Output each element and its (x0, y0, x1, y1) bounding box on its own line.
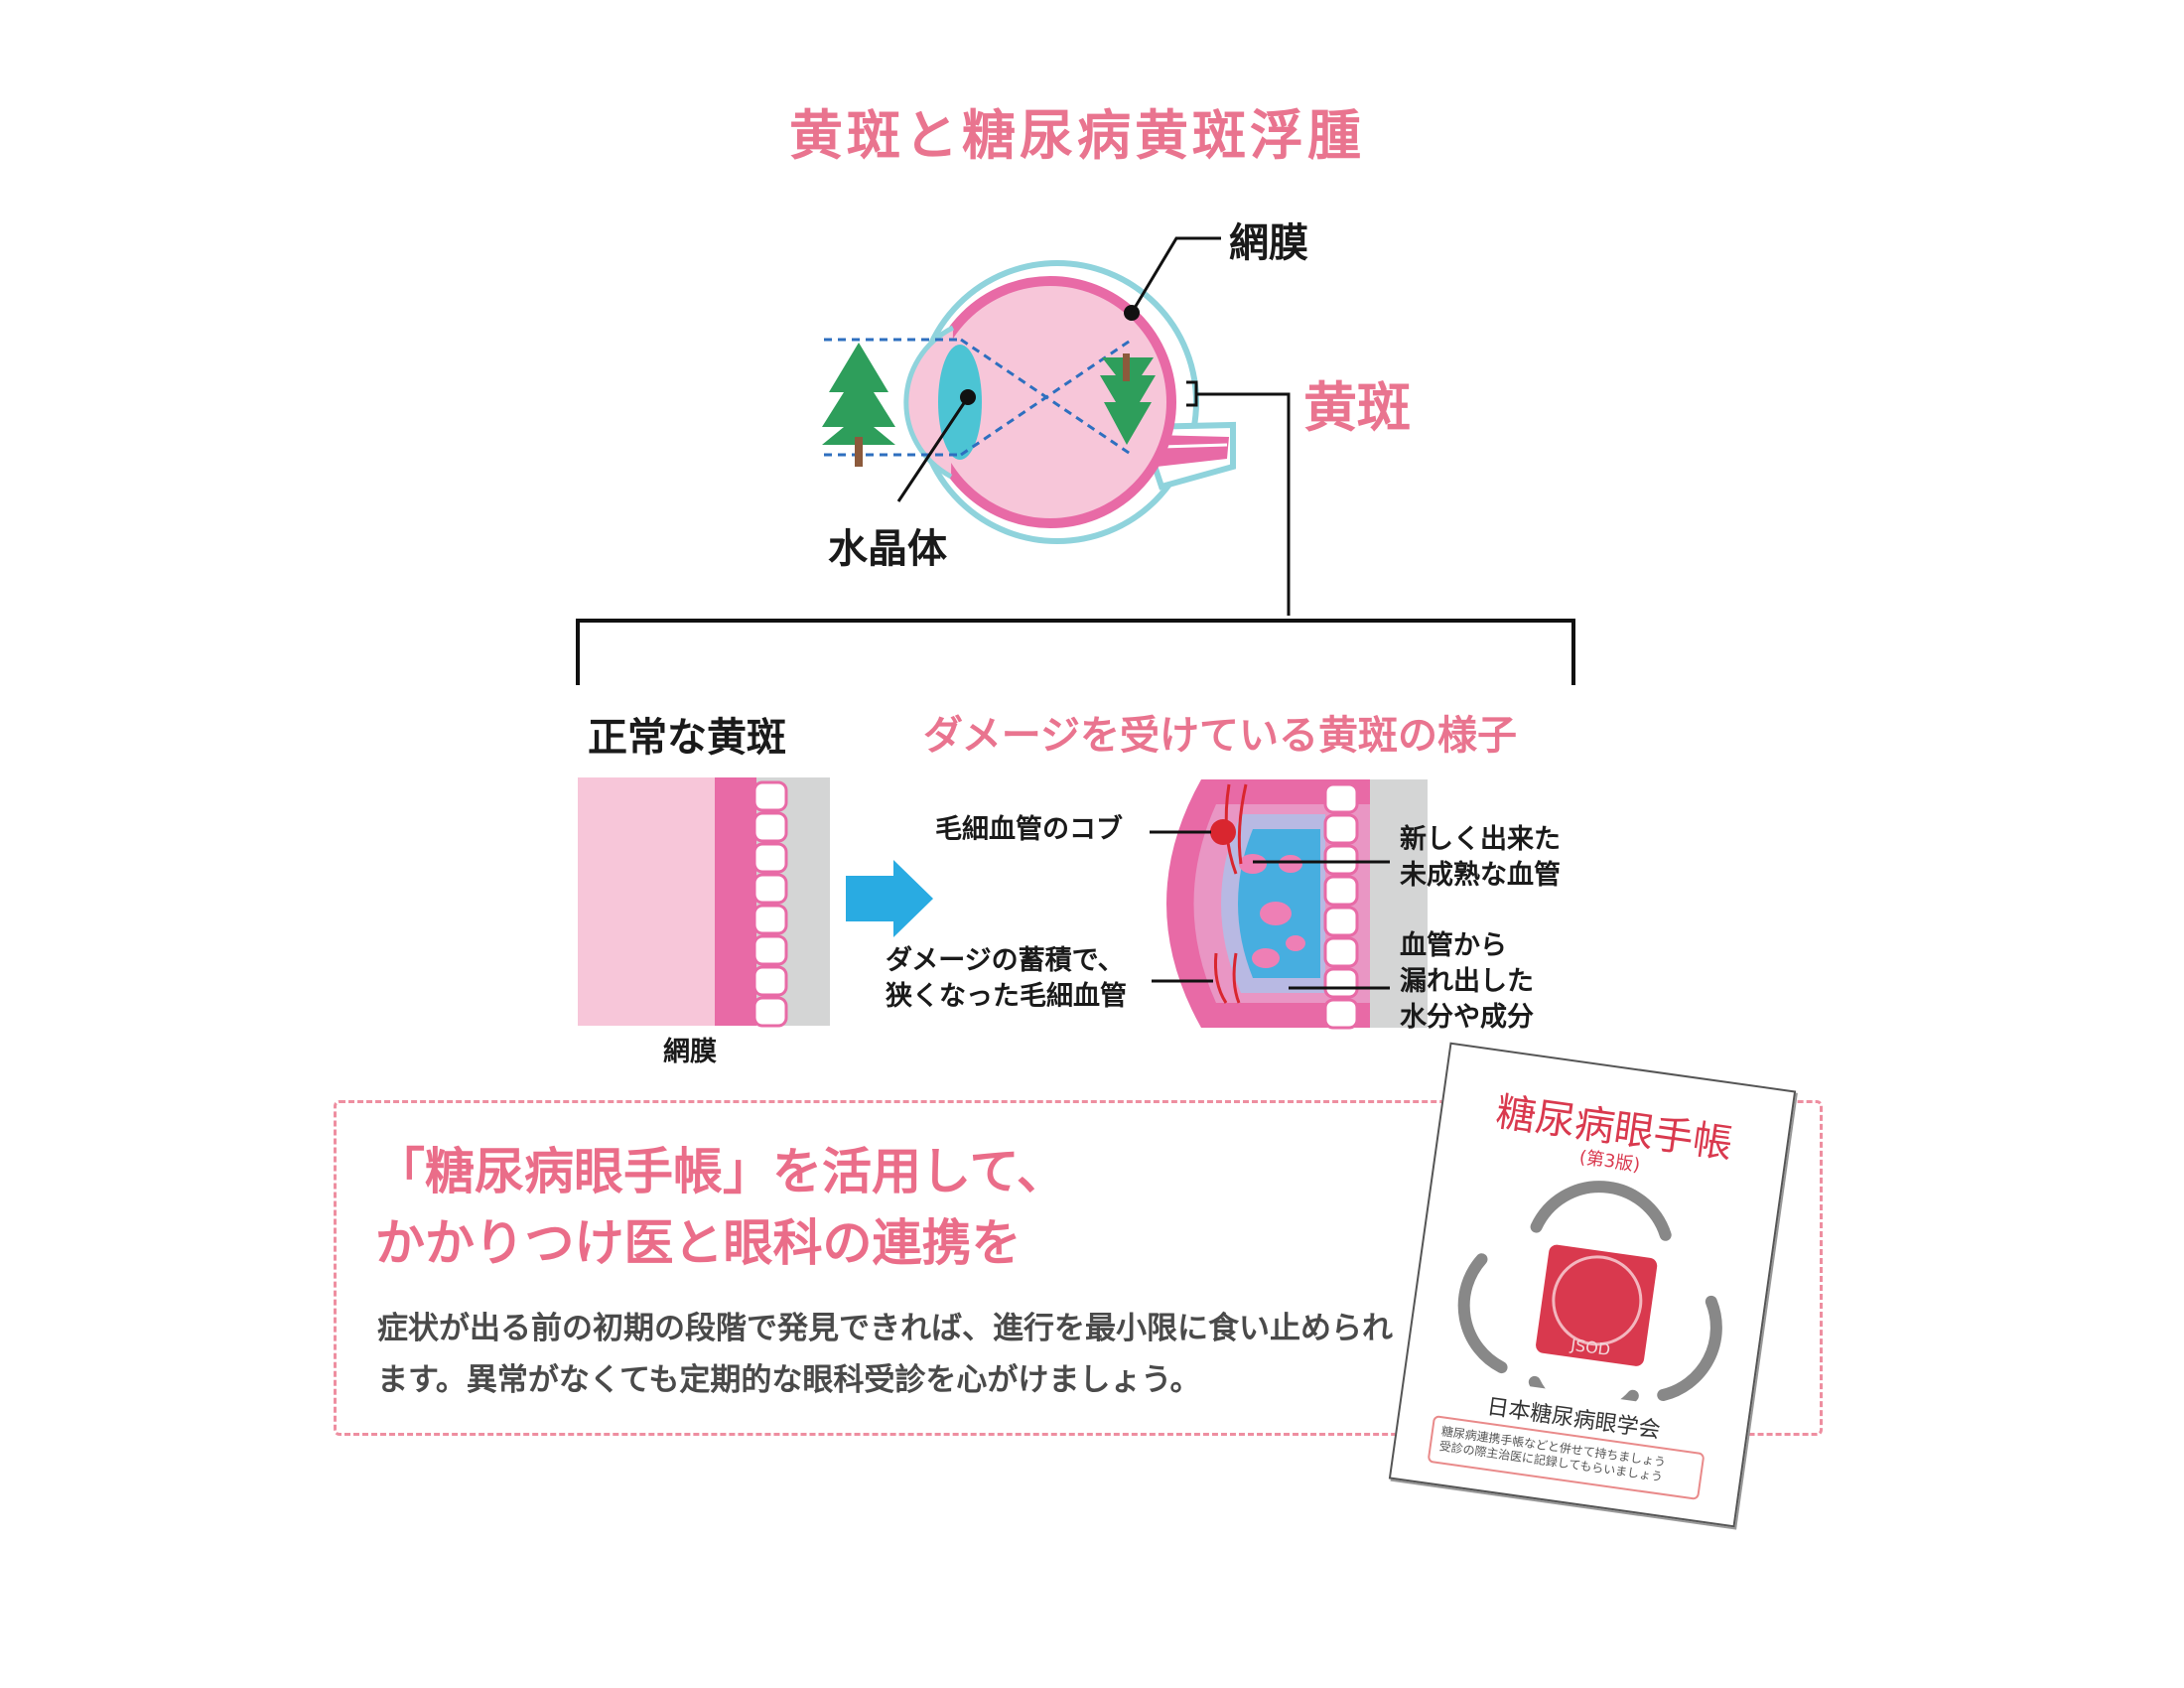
capillary-bump-label: 毛細血管のコブ (935, 814, 1123, 845)
panel-body-text: 症状が出る前の初期の段階で発見できれば、進行を最小限に食い止められます。異常がな… (377, 1311, 1393, 1398)
leakage-label: 血管から 漏れ出した 水分や成分 (1400, 930, 1534, 1033)
info-panel (334, 1100, 1823, 1436)
inverted-tree-icon (1100, 353, 1156, 445)
booklet-emblem: JSOD (1457, 1181, 1722, 1418)
page-title: 黄斑と糖尿病黄斑浮腫 (789, 104, 1365, 167)
lens-label: 水晶体 (828, 526, 947, 572)
diabetes-eye-booklet: 糖尿病眼手帳 (第3版) JSOD 日本糖尿病眼学会 糖尿病連携手帳などと併せて… (1388, 1042, 1797, 1528)
arrow-right-icon (846, 860, 933, 937)
macula-label: 黄斑 (1303, 376, 1411, 439)
tree-icon (822, 343, 895, 467)
narrowed-capillary-label: ダメージの蓄積で、 狭くなった毛細血管 (886, 945, 1127, 1012)
normal-retina-caption: 網膜 (663, 1037, 717, 1067)
eye-diagram (576, 236, 1575, 1030)
panel-headline-line1: 「糖尿病眼手帳」を活用して、 (375, 1143, 1066, 1200)
new-vessels-label: 新しく出来た 未成熟な血管 (1400, 824, 1561, 891)
damaged-macula-heading: ダメージを受けている黄斑の様子 (923, 713, 1517, 759)
panel-headline-line2: かかりつけ医と眼科の連携を (375, 1214, 1022, 1272)
retina-label: 網膜 (1229, 220, 1308, 266)
normal-macula-heading: 正常な黄斑 (588, 715, 786, 761)
